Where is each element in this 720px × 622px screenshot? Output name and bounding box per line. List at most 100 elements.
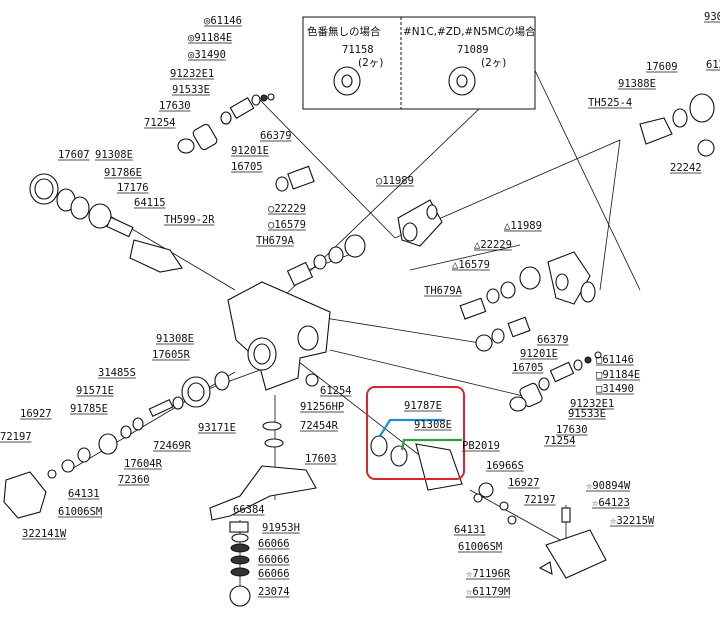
part-label-61006sma: 61006SM	[58, 506, 102, 518]
part-label-71196r: ☆71196R	[466, 568, 511, 580]
part-label-61179m: ☆61179M	[466, 586, 510, 598]
part-label-64131a: 64131	[68, 488, 100, 500]
part-label-22242: 22242	[670, 162, 702, 174]
part-label-322141w: 322141W	[22, 528, 67, 540]
part-label-66379a: 66379	[260, 130, 292, 142]
part-label-61006smb: 61006SM	[458, 541, 502, 553]
box-right-qty: (2ヶ)	[481, 57, 506, 69]
part-label-61254: 61254	[320, 385, 352, 397]
part-label-61146b: □61146	[596, 354, 634, 366]
part-label-72197b: 72197	[524, 494, 556, 506]
part-label-16579b: △16579	[452, 259, 490, 271]
part-label-16927a: 16927	[20, 408, 52, 420]
box-left-title: 色番無しの場合	[307, 25, 381, 38]
part-label-72454r: 72454R	[300, 420, 339, 432]
part-label-91308ea: 91308E	[95, 149, 133, 161]
part-label-16927b: 16927	[508, 477, 540, 489]
part-label-22229b: △22229	[474, 239, 512, 251]
part-label-91256hp: 91256HP	[300, 401, 344, 413]
part-label-64115: 64115	[134, 197, 166, 209]
part-label-66384: 66384	[233, 504, 265, 516]
handle-322141W	[3, 471, 47, 519]
part-label-31490a: ◎31490	[188, 49, 226, 61]
washer-71254-a	[177, 138, 195, 154]
part-label-612: 612	[706, 59, 720, 71]
part-label-11989a: ○11989	[376, 175, 414, 187]
part-label-17607: 17607	[58, 149, 90, 161]
part-label-91786e: 91786E	[104, 167, 142, 179]
part-label-72197a: 72197	[0, 431, 32, 443]
part-label-17605r: 17605R	[152, 349, 191, 361]
part-label-16705a: 16705	[231, 161, 263, 173]
part-label-64123: ☆64123	[592, 497, 630, 509]
part-label-31485s: 31485S	[98, 367, 136, 379]
part-label-32215w: ☆32215W	[610, 515, 655, 527]
part-label-91308eb: 91308E	[156, 333, 194, 345]
part-label-91787e: 91787E	[404, 400, 442, 412]
part-label-61146a: ◎61146	[204, 15, 242, 27]
part-labels: ◎61146◎91184E◎3149091232E191533E17630712…	[0, 11, 720, 598]
part-label-91571e: 91571E	[76, 385, 114, 397]
cartridge-TH599	[129, 239, 183, 273]
box-right-part: 71089	[457, 44, 489, 56]
handle-32215W	[545, 529, 607, 579]
part-label-91232e1a: 91232E1	[170, 68, 214, 80]
spout-17603	[209, 465, 317, 521]
part-label-66066b: 66066	[258, 554, 290, 566]
box-left-part: 71158	[342, 44, 374, 56]
part-label-17609: 17609	[646, 61, 678, 73]
part-label-71254a: 71254	[144, 117, 176, 129]
blue-callout-mark	[379, 418, 445, 437]
part-label-th679ab: TH679A	[424, 285, 463, 297]
leader-lines	[69, 59, 641, 600]
part-label-17176: 17176	[117, 182, 149, 194]
part-label-23074: 23074	[258, 586, 290, 598]
part-label-th599: TH599-2R	[164, 214, 215, 226]
part-label-90894w: ☆90894W	[586, 480, 631, 492]
part-label-64131b: 64131	[454, 524, 486, 536]
box-left-qty: (2ヶ)	[358, 57, 383, 69]
part-label-22229a: ○22229	[268, 203, 306, 215]
nut-17630-a	[192, 123, 218, 151]
part-label-66379b: 66379	[537, 334, 569, 346]
highlight-overlay	[366, 386, 465, 480]
part-label-16579a: ○16579	[268, 219, 306, 231]
highlight-box	[366, 386, 465, 480]
part-label-91533eb: 91533E	[568, 408, 606, 420]
cartridge-PB2019	[415, 443, 463, 491]
part-label-72469r: 72469R	[153, 440, 192, 452]
filter-23074	[229, 585, 251, 607]
main-valve-body	[227, 281, 331, 391]
part-label-91533ea: 91533E	[172, 84, 210, 96]
part-label-91388e: 91388E	[618, 78, 656, 90]
part-label-17604r: 17604R	[124, 458, 163, 470]
part-label-93171e: 93171E	[198, 422, 236, 434]
part-label-31490b: □31490	[596, 383, 634, 395]
part-label-72360: 72360	[118, 474, 150, 486]
part-label-16705b: 16705	[512, 362, 544, 374]
part-label-91953h: 91953H	[262, 522, 300, 534]
parts	[3, 93, 715, 607]
part-label-66066a: 66066	[258, 538, 290, 550]
part-label-71254b: 71254	[544, 435, 576, 447]
part-label-91308ec: 91308E	[414, 419, 452, 431]
box-right-title: #N1C,#ZD,#N5MCの場合	[403, 25, 536, 38]
nut-66379-a	[287, 165, 315, 190]
cartridge-TH679A-a	[286, 261, 314, 287]
part-label-91184ea: ◎91184E	[188, 32, 232, 44]
part-label-930: 930	[704, 11, 720, 23]
part-label-17603: 17603	[305, 453, 337, 465]
part-label-16966s: 16966S	[486, 460, 524, 472]
part-label-th679aa: TH679A	[256, 235, 295, 247]
part-label-91232e1b: 91232E1	[570, 398, 614, 410]
part-label-11989b: △11989	[504, 220, 542, 232]
part-label-91785e: 91785E	[70, 403, 108, 415]
part-label-pb2019: PB2019	[462, 440, 500, 452]
part-label-17630a: 17630	[159, 100, 191, 112]
part-label-th525: TH525-4	[588, 97, 632, 109]
green-callout-mark	[400, 438, 462, 451]
part-label-66066c: 66066	[258, 568, 290, 580]
part-label-91201eb: 91201E	[520, 348, 558, 360]
